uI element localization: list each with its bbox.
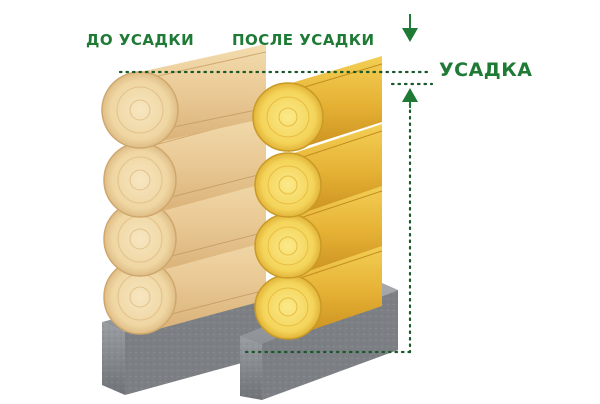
log-after	[254, 124, 383, 218]
double-arrow-vertical-icon	[402, 14, 418, 108]
log-before	[101, 44, 267, 149]
reference-lines	[118, 70, 434, 354]
log-after	[252, 56, 383, 152]
logs-after-stack	[252, 56, 383, 340]
before-shrinkage-label: ДО УСАДКИ	[86, 31, 195, 49]
after-shrinkage-label: ПОСЛЕ УСАДКИ	[232, 31, 375, 49]
shrinkage-label: УСАДКА	[439, 59, 533, 81]
logs-before-stack	[101, 44, 267, 335]
